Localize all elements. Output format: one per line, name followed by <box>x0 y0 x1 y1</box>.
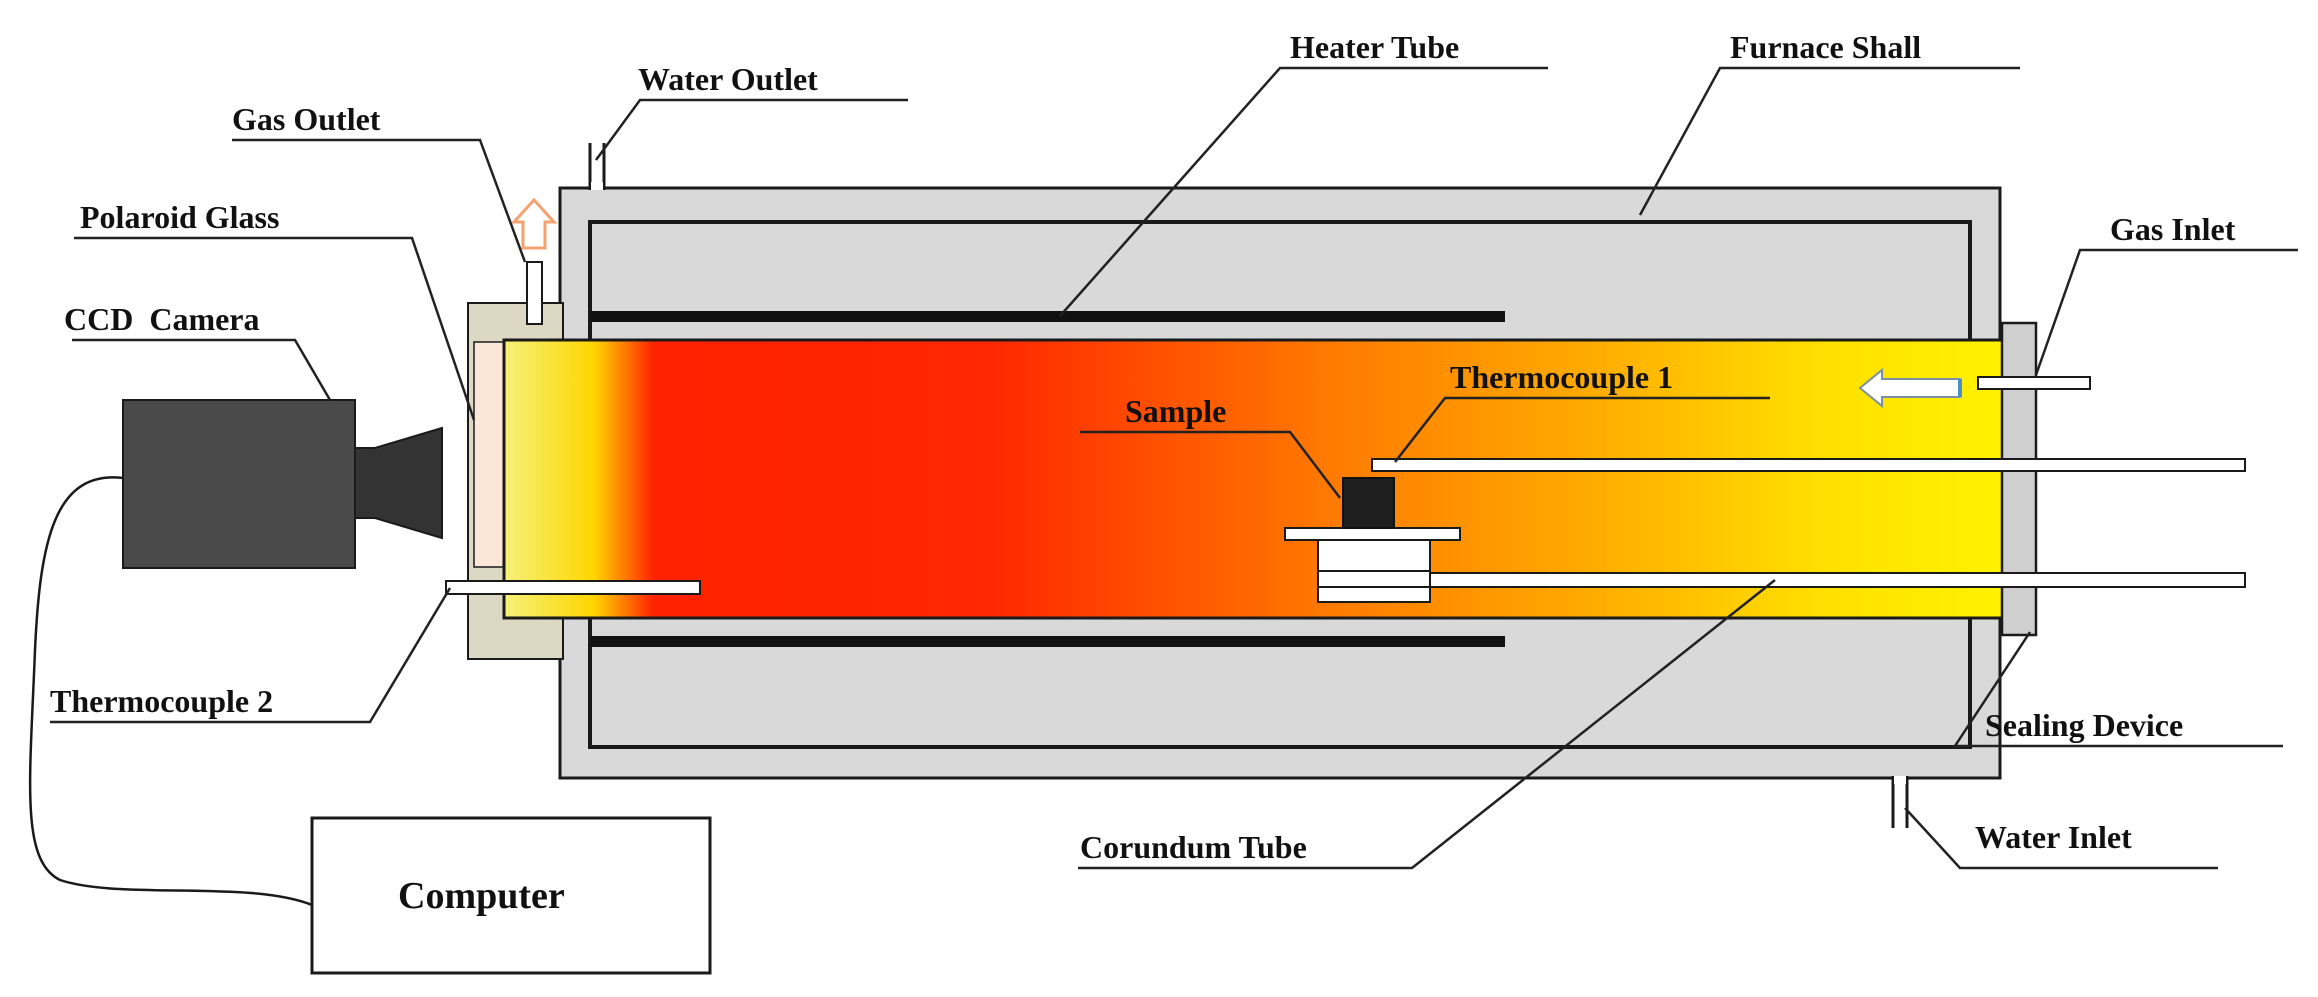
label-corundum-tube: Corundum Tube <box>1080 829 1307 865</box>
label-sealing-device: Sealing Device <box>1985 707 2183 743</box>
label-water-inlet: Water Inlet <box>1975 819 2132 855</box>
thermocouple-2-leader <box>50 587 452 724</box>
label-sample: Sample <box>1125 393 1226 429</box>
thermocouple-1-rod <box>1371 458 2246 472</box>
thermocouple-2-rod <box>445 580 701 595</box>
gas-outlet-arrow-icon <box>510 197 558 250</box>
label-water-outlet: Water Outlet <box>638 61 818 97</box>
furnace-shall-leader <box>1638 66 2020 216</box>
ccd-camera-leader <box>72 338 332 401</box>
ccd-camera-lens <box>354 426 443 540</box>
gas-inlet-leader <box>2034 248 2298 376</box>
water-inlet-opening <box>1894 776 1906 784</box>
corundum-tube <box>502 338 2006 620</box>
camera-computer-cable <box>28 476 313 907</box>
sample-block <box>1342 477 1395 529</box>
polaroid-glass <box>473 341 505 568</box>
heater-tube-bottom <box>590 636 1505 647</box>
corundum-tube-leader <box>1078 579 1776 870</box>
heater-tube-leader <box>1059 66 1548 317</box>
label-polaroid-glass: Polaroid Glass <box>80 199 279 235</box>
gas-inlet-arrow-tip <box>1958 379 1962 397</box>
label-gas-inlet: Gas Inlet <box>2110 211 2236 247</box>
label-furnace-shall: Furnace Shall <box>1730 29 1921 65</box>
water-outlet-leader <box>594 98 908 161</box>
thermocouple-1-leader <box>1394 396 1770 463</box>
water-outlet-opening <box>591 182 603 190</box>
label-gas-outlet: Gas Outlet <box>232 101 381 137</box>
support-rod <box>1421 572 2246 588</box>
computer-box <box>310 816 712 975</box>
label-thermocouple-1: Thermocouple 1 <box>1450 359 1673 395</box>
sample-leader <box>1080 430 1341 499</box>
label-thermocouple-2: Thermocouple 2 <box>50 683 273 719</box>
sealing-device-leader <box>1952 631 2283 748</box>
label-heater-tube: Heater Tube <box>1290 29 1459 65</box>
gas-outlet-leader <box>232 138 527 263</box>
ccd-camera-body <box>122 399 356 569</box>
gas-outlet-pipe <box>526 261 543 325</box>
water-inlet-leader <box>1904 807 2218 870</box>
heater-tube-top <box>590 311 1505 322</box>
label-ccd-camera: CCD Camera <box>64 301 260 337</box>
sealing-device <box>2000 321 2038 637</box>
label-computer: Computer <box>398 875 565 917</box>
polaroid-glass-leader <box>74 236 476 421</box>
sample-holder-plate <box>1284 527 1461 541</box>
gas-inlet-pipe <box>1977 376 2091 390</box>
